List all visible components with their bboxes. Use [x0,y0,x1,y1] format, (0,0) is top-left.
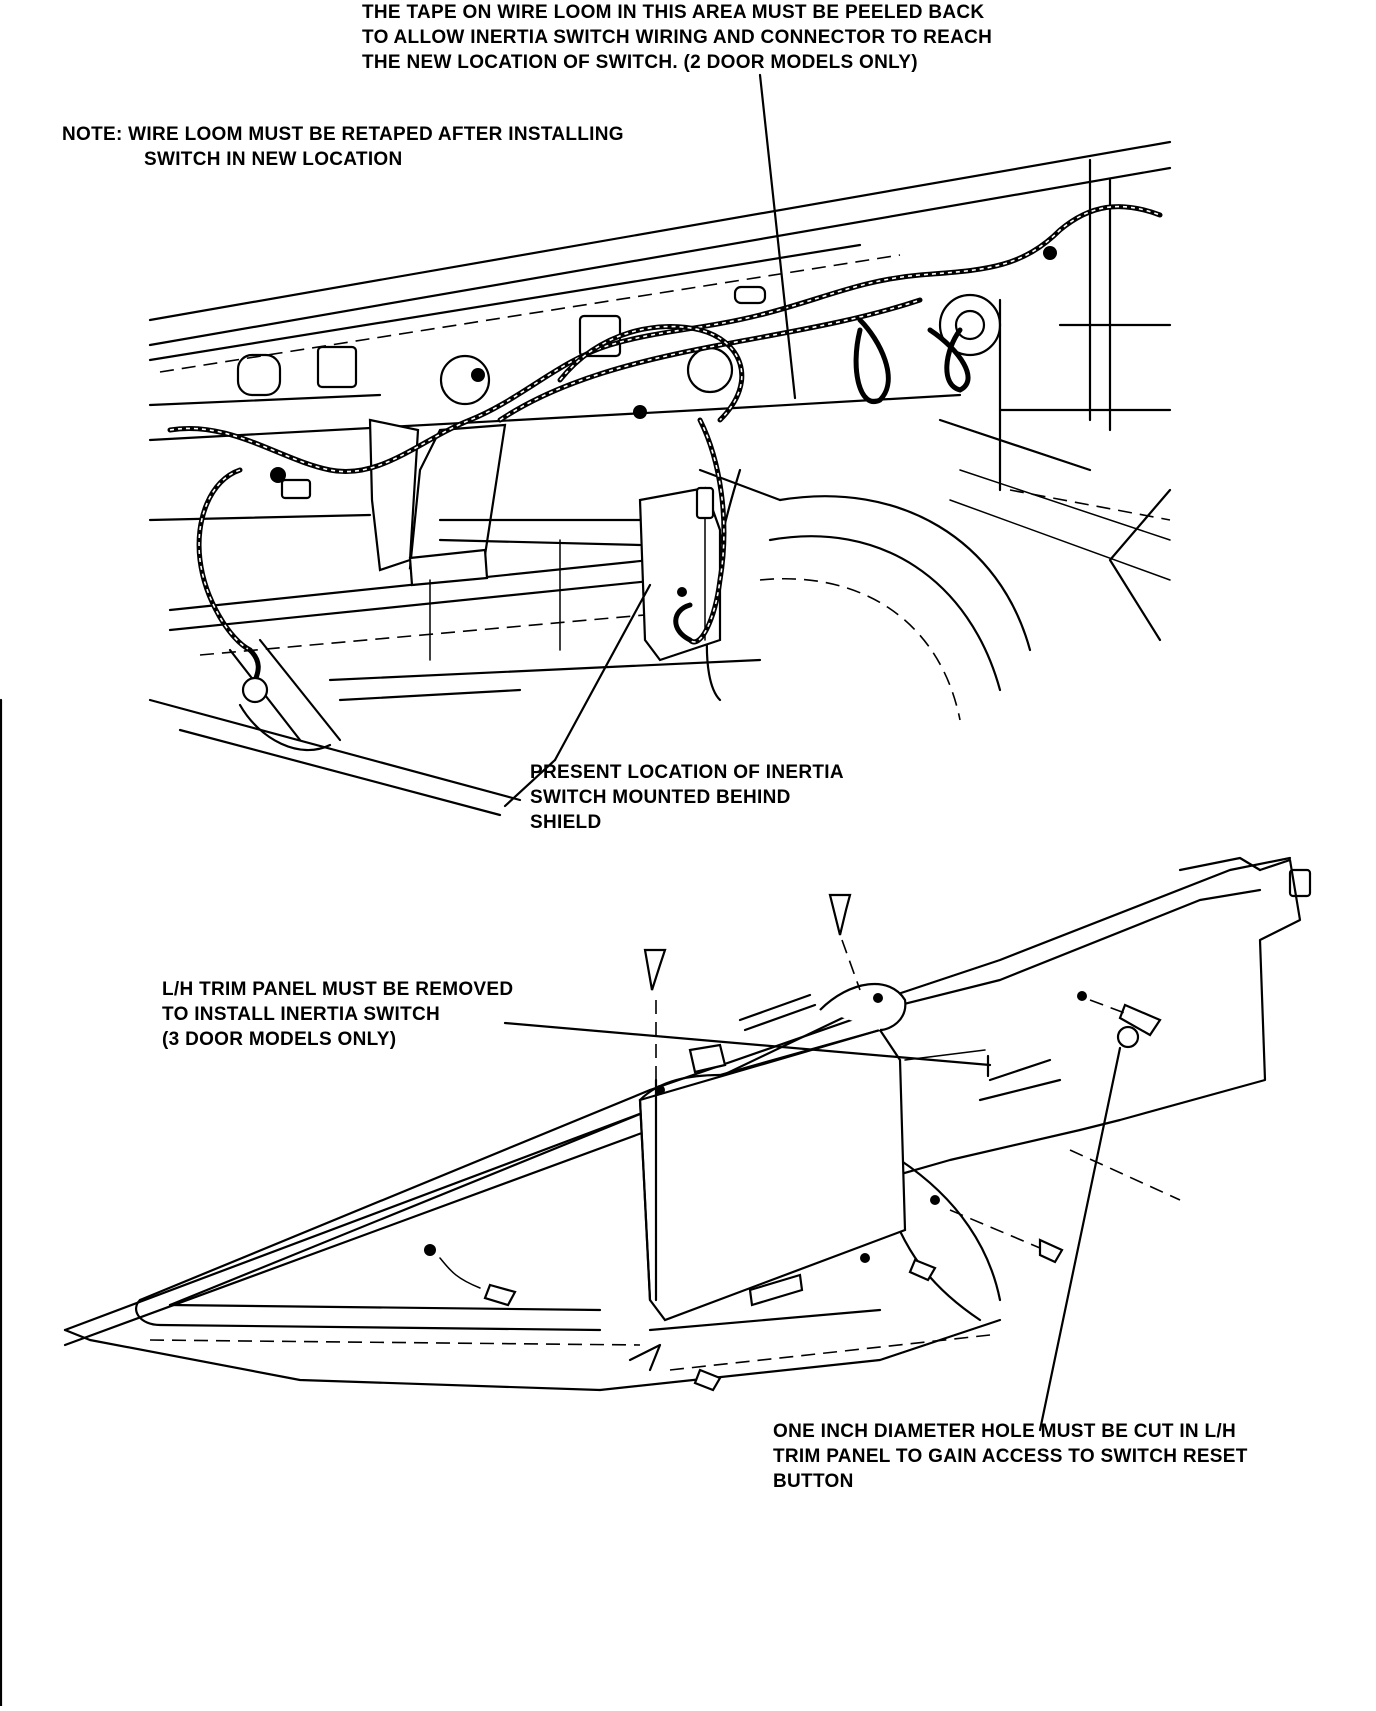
reset-hole-marker [1116,1025,1140,1049]
callout-retape-note: NOTE: WIRE LOOM MUST BE RETAPED AFTER IN… [62,122,624,172]
wheelhouse [698,468,1032,721]
shield-switch-cover [429,486,722,662]
callout-present-location: PRESENT LOCATION OF INERTIA SWITCH MOUNT… [530,760,844,835]
inertia-switch-bracket [368,418,507,587]
callout-line: ONE INCH DIAMETER HOLE MUST BE CUT IN L/… [773,1421,1237,1442]
callout-line: TRIM PANEL TO GAIN ACCESS TO SWITCH RESE… [773,1446,1248,1467]
leader-present-location-foot [503,758,557,808]
callout-line: (3 DOOR MODELS ONLY) [162,1029,397,1050]
callout-line: SWITCH IN NEW LOCATION [144,149,403,170]
leader-present-location [553,583,652,762]
mounting-holes [236,246,1057,483]
leader-reset-hole [1038,1046,1122,1432]
callout-line: THE TAPE ON WIRE LOOM IN THIS AREA MUST … [362,2,985,23]
callout-line: SHIELD [530,812,602,833]
callout-line: L/H TRIM PANEL MUST BE REMOVED [162,979,514,1000]
wire-loom [167,204,1163,751]
callout-line: THE NEW LOCATION OF SWITCH. (2 DOOR MODE… [362,52,918,73]
callout-line: TO ALLOW INERTIA SWITCH WIRING AND CONNE… [362,27,993,48]
top-illustration-body-panel [148,140,1172,817]
callout-line: NOTE: WIRE LOOM MUST BE RETAPED AFTER IN… [62,124,624,145]
switch-shield-cover [638,982,986,1322]
leader-trim-panel [503,1021,992,1067]
bottom-illustration-trim-panel [63,856,1312,1392]
callout-line: SWITCH MOUNTED BEHIND [530,787,791,808]
callout-line: PRESENT LOCATION OF INERTIA [530,762,844,783]
callout-line: BUTTON [773,1471,854,1492]
callout-reset-hole: ONE INCH DIAMETER HOLE MUST BE CUT IN L/… [773,1419,1248,1494]
leader-tape [758,73,797,400]
callout-wire-loom-tape: THE TAPE ON WIRE LOOM IN THIS AREA MUST … [362,0,992,75]
fastener-screws [424,893,1162,1392]
callout-line: TO INSTALL INERTIA SWITCH [162,1004,441,1025]
callout-trim-panel: L/H TRIM PANEL MUST BE REMOVED TO INSTAL… [162,977,513,1052]
